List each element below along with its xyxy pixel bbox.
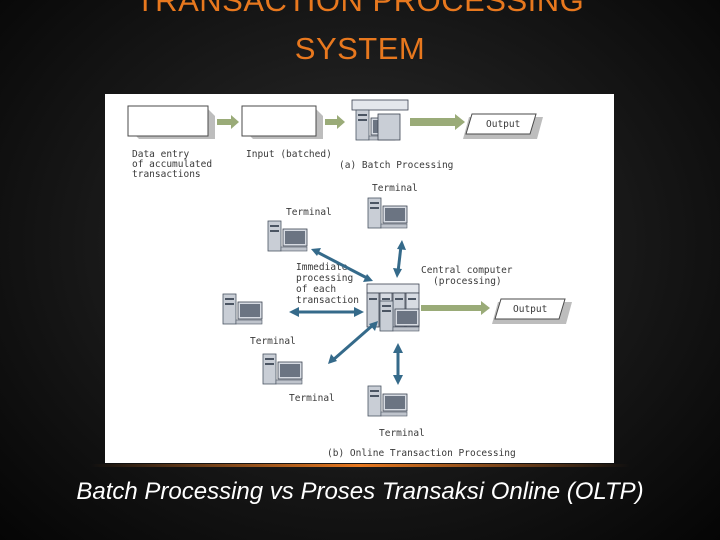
- central-label-2: (processing): [433, 276, 502, 287]
- immediate-label-4: transaction: [296, 295, 359, 306]
- terminal-label-left-bottom: Terminal: [289, 393, 335, 404]
- data-entry-label-2: of accumulated: [132, 159, 212, 170]
- batch-output-label: Output: [486, 119, 520, 130]
- immediate-label-3: of each: [296, 284, 336, 295]
- batch-caption: (a) Batch Processing: [339, 160, 453, 171]
- batch-output-box: [463, 113, 543, 139]
- terminal-left-icon: [222, 293, 263, 325]
- data-entry-label-3: transactions: [132, 169, 201, 180]
- immediate-label-1: Immediate: [296, 262, 348, 273]
- terminal-top-icon: [367, 197, 408, 229]
- batch-input-box: [241, 105, 323, 139]
- terminal-left-bottom-icon: [262, 353, 303, 385]
- batch-computer-icon: [351, 99, 409, 141]
- online-output-box: [492, 298, 572, 324]
- terminal-label-left: Terminal: [250, 336, 296, 347]
- terminal-label-left-top: Terminal: [286, 207, 332, 218]
- tps-diagram: Output Data entry of accumulated transac…: [105, 94, 614, 463]
- terminal-label-top: Terminal: [372, 183, 418, 194]
- data-entry-label-1: Data entry: [132, 149, 189, 160]
- batch-output-arrow: [410, 114, 465, 130]
- terminal-left-top-icon: [267, 220, 308, 252]
- immediate-label-2: processing: [296, 273, 353, 284]
- batch-arrow-2: [325, 115, 345, 129]
- batch-arrow-1: [217, 115, 239, 129]
- online-arrows: [289, 240, 406, 385]
- slide-title-line1: TRANSACTION PROCESSING: [135, 0, 585, 18]
- batch-data-entry-box: [127, 105, 215, 139]
- batch-input-label: Input (batched): [246, 149, 332, 160]
- central-label-1: Central computer: [421, 265, 513, 276]
- slide-title-line2: SYSTEM: [294, 31, 426, 66]
- online-output-arrow: [421, 301, 490, 315]
- online-output-label: Output: [513, 304, 547, 315]
- slide-caption: Batch Processing vs Proses Transaksi Onl…: [76, 478, 644, 505]
- online-caption: (b) Online Transaction Processing: [327, 448, 516, 459]
- terminal-bottom-icon: [367, 385, 408, 417]
- terminal-label-bottom: Terminal: [379, 428, 425, 439]
- caption-divider: [90, 464, 630, 467]
